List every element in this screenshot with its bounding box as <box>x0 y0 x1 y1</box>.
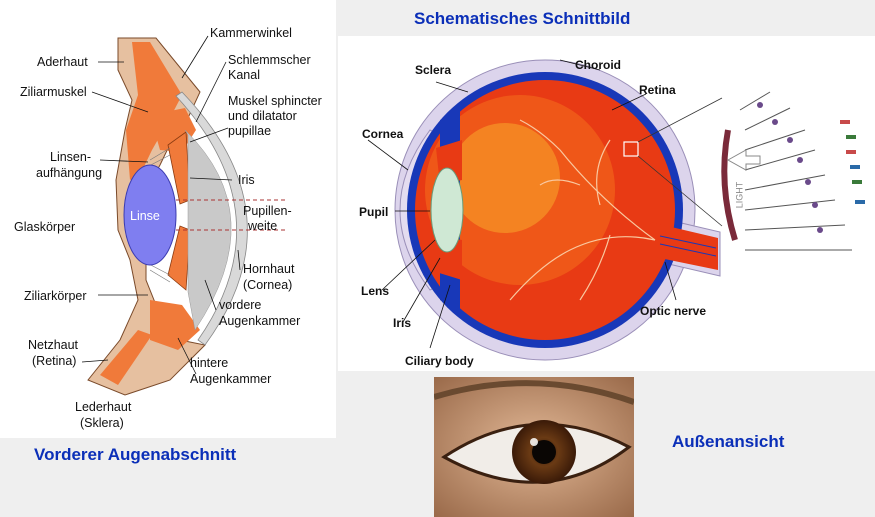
label-retina: Retina <box>639 83 676 97</box>
title-schematic: Schematisches Schnittbild <box>414 9 630 29</box>
label-pupil: Pupil <box>359 205 388 219</box>
title-exterior-view: Außenansicht <box>672 432 784 452</box>
label-lens: Lens <box>361 284 389 298</box>
lens-shape <box>431 168 463 252</box>
label-cornea: Cornea <box>362 127 403 141</box>
eye-photo <box>434 377 634 517</box>
label-optic-nerve: Optic nerve <box>640 304 706 318</box>
label-ciliary-body: Ciliary body <box>405 354 474 368</box>
retina-cell-detail <box>724 92 865 250</box>
label-sclera: Sclera <box>415 63 451 77</box>
label-choroid: Choroid <box>575 58 621 72</box>
vitreous-core <box>450 123 560 233</box>
eye-photo-drawing <box>434 377 634 517</box>
label-iris-en: Iris <box>393 316 411 330</box>
title-anterior-segment: Vorderer Augenabschnitt <box>34 445 236 465</box>
label-light: LIGHT <box>732 182 746 209</box>
